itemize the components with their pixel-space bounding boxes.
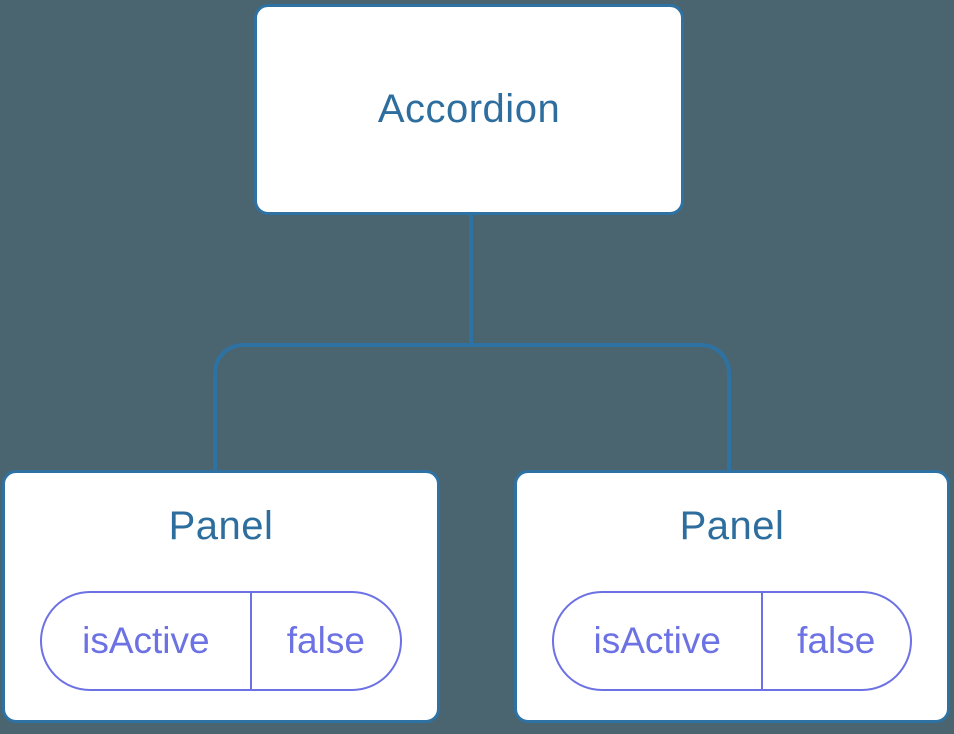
state-name: isActive xyxy=(42,593,252,689)
connector-bracket xyxy=(213,343,731,470)
accordion-label: Accordion xyxy=(377,87,561,131)
panel-1-label: Panel xyxy=(168,504,274,548)
state-pill-2: isActive false xyxy=(552,591,912,691)
connector-stem xyxy=(469,214,473,347)
node-panel-2: Panel isActive false xyxy=(514,470,950,723)
state-pill-1: isActive false xyxy=(40,591,402,691)
panel-2-label: Panel xyxy=(679,504,785,548)
node-accordion: Accordion xyxy=(254,4,684,215)
state-value: false xyxy=(797,620,876,661)
state-value: false xyxy=(286,620,365,661)
node-panel-1: Panel isActive false xyxy=(2,470,440,723)
state-name: isActive xyxy=(554,593,763,689)
